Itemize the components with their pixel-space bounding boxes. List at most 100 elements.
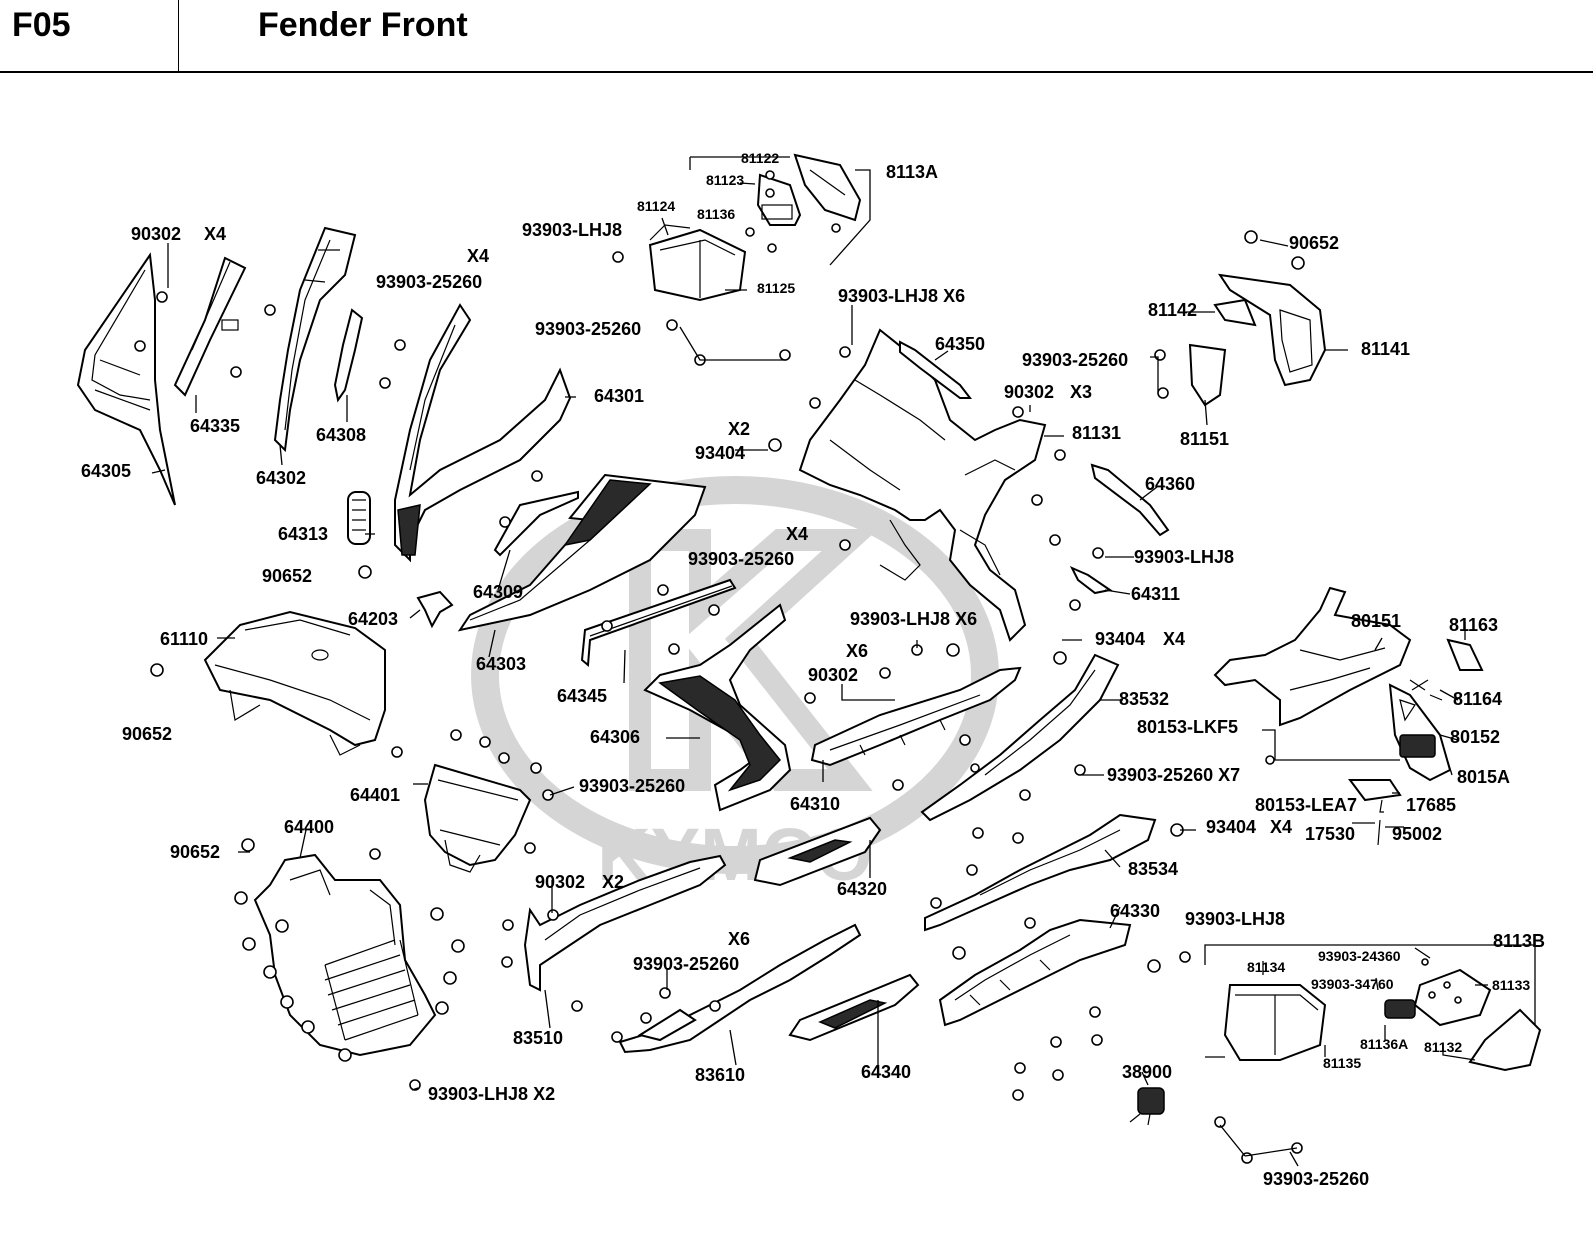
part-8113B-drawing: [1204, 944, 1542, 1072]
label-64308: 64308: [316, 425, 366, 445]
label-qty-x6: X6: [728, 929, 750, 949]
label-64400: 64400: [284, 817, 334, 837]
part-64335-drawing: [173, 256, 247, 397]
part-64306-drawing: [643, 603, 792, 812]
label-93404: 93404: [1206, 817, 1256, 837]
part-83610-drawing: [618, 923, 862, 1054]
part-64345-drawing: [580, 578, 737, 668]
label-93903-LHJ8: 93903-LHJ8: [1134, 547, 1234, 567]
label-90302: 90302: [1004, 382, 1054, 402]
label-17530: 17530: [1305, 824, 1355, 844]
label-90652: 90652: [1289, 233, 1339, 253]
label-93404: 93404: [1095, 629, 1145, 649]
part-labels: 90302 X4 64305 64335 64302 64308 X4 9390…: [81, 150, 1545, 1189]
label-80153-LEA7: 80153-LEA7: [1255, 795, 1357, 815]
label-81136: 81136: [697, 206, 735, 222]
label-64305: 64305: [81, 461, 131, 481]
label-95002: 95002: [1392, 824, 1442, 844]
label-93903-24360: 93903-24360: [1318, 948, 1401, 964]
page-code: F05: [12, 6, 71, 44]
header-divider: [178, 0, 179, 72]
leader-lines: [151, 182, 1488, 1167]
label-8113A: 8113A: [886, 162, 938, 182]
label-93903-25260: 93903-25260: [688, 549, 794, 569]
part-64311-drawing: [1069, 565, 1113, 595]
label-81133: 81133: [1492, 977, 1530, 993]
label-64302: 64302: [256, 468, 306, 488]
part-81163-drawing: [1409, 638, 1484, 701]
label-80153-LKF5: 80153-LKF5: [1137, 717, 1238, 737]
header-rule: [0, 71, 1593, 73]
label-80151: 80151: [1351, 611, 1401, 631]
label-81124: 81124: [637, 198, 675, 214]
label-64303: 64303: [476, 654, 526, 674]
label-64335: 64335: [190, 416, 240, 436]
part-61110-drawing: [203, 610, 386, 756]
label-17685: 17685: [1406, 795, 1456, 815]
part-64340-drawing: [788, 973, 920, 1042]
label-81132: 81132: [1424, 1039, 1462, 1055]
label-93903-25260: 93903-25260: [535, 319, 641, 339]
part-83534-drawing: [924, 813, 1157, 932]
label-qty-x4: X4: [1270, 817, 1292, 837]
label-qty-x6: X6: [846, 641, 868, 661]
label-qty-x4: X4: [204, 224, 226, 244]
label-qty-x4: X4: [1163, 629, 1185, 649]
label-qty-x3: X3: [1070, 382, 1092, 402]
label-64340: 64340: [861, 1062, 911, 1082]
label-qty-x4: X4: [467, 246, 489, 266]
part-64203-drawing: [416, 590, 454, 629]
label-90302: 90302: [808, 665, 858, 685]
part-8113A-drawing: [689, 153, 871, 266]
label-93903-25260: 93903-25260: [1022, 350, 1128, 370]
page-header: F05 Fender Front: [0, 0, 1593, 73]
part-81131-drawing: [798, 328, 1047, 642]
part-64308-drawing: [333, 308, 364, 403]
part-64301-drawing: [394, 303, 572, 563]
label-83532: 83532: [1119, 689, 1169, 709]
label-qty-x2: X2: [728, 419, 750, 439]
label-90652: 90652: [262, 566, 312, 586]
part-64320-drawing: [753, 816, 882, 887]
part-64310-drawing: [810, 666, 1022, 767]
label-80152: 80152: [1450, 727, 1500, 747]
label-83534: 83534: [1128, 859, 1178, 879]
part-64303-drawing: [457, 473, 707, 632]
label-93903-25260: 93903-25260: [633, 954, 739, 974]
label-81134: 81134: [1247, 959, 1285, 975]
part-38900-drawing: [1129, 1087, 1165, 1126]
label-64301: 64301: [594, 386, 644, 406]
label-90302: 90302: [131, 224, 181, 244]
label-81164: 81164: [1453, 689, 1502, 709]
label-81135: 81135: [1323, 1055, 1361, 1071]
label-90652: 90652: [170, 842, 220, 862]
label-8113B: 8113B: [1493, 931, 1545, 951]
label-61110: 61110: [160, 629, 208, 649]
part-64401-drawing: [423, 763, 532, 873]
label-81125: 81125: [757, 280, 795, 296]
label-93903-34760: 93903-34760: [1311, 976, 1394, 992]
label-90652: 90652: [122, 724, 172, 744]
label-64311: 64311: [1131, 584, 1180, 604]
label-64330: 64330: [1110, 901, 1160, 921]
label-64350: 64350: [935, 334, 985, 354]
label-64345: 64345: [557, 686, 607, 706]
label-64203: 64203: [348, 609, 398, 629]
label-64309: 64309: [473, 582, 523, 602]
label-81136A: 81136A: [1360, 1036, 1408, 1052]
part-64305-drawing: [76, 252, 176, 506]
part-64360-drawing: [1090, 463, 1170, 537]
label-81142: 81142: [1148, 300, 1197, 320]
part-83510-drawing: [523, 854, 727, 992]
label-93404: 93404: [695, 443, 745, 463]
label-81131: 81131: [1072, 423, 1121, 443]
label-83510: 83510: [513, 1028, 563, 1048]
label-64320: 64320: [837, 879, 887, 899]
fastener-markers: [134, 170, 1462, 1164]
label-64313: 64313: [278, 524, 328, 544]
label-64360: 64360: [1145, 474, 1195, 494]
part-80152-drawing: [1388, 683, 1452, 782]
part-64313-drawing: [347, 491, 371, 545]
label-93903-LHJ8: 93903-LHJ8: [1185, 909, 1285, 929]
